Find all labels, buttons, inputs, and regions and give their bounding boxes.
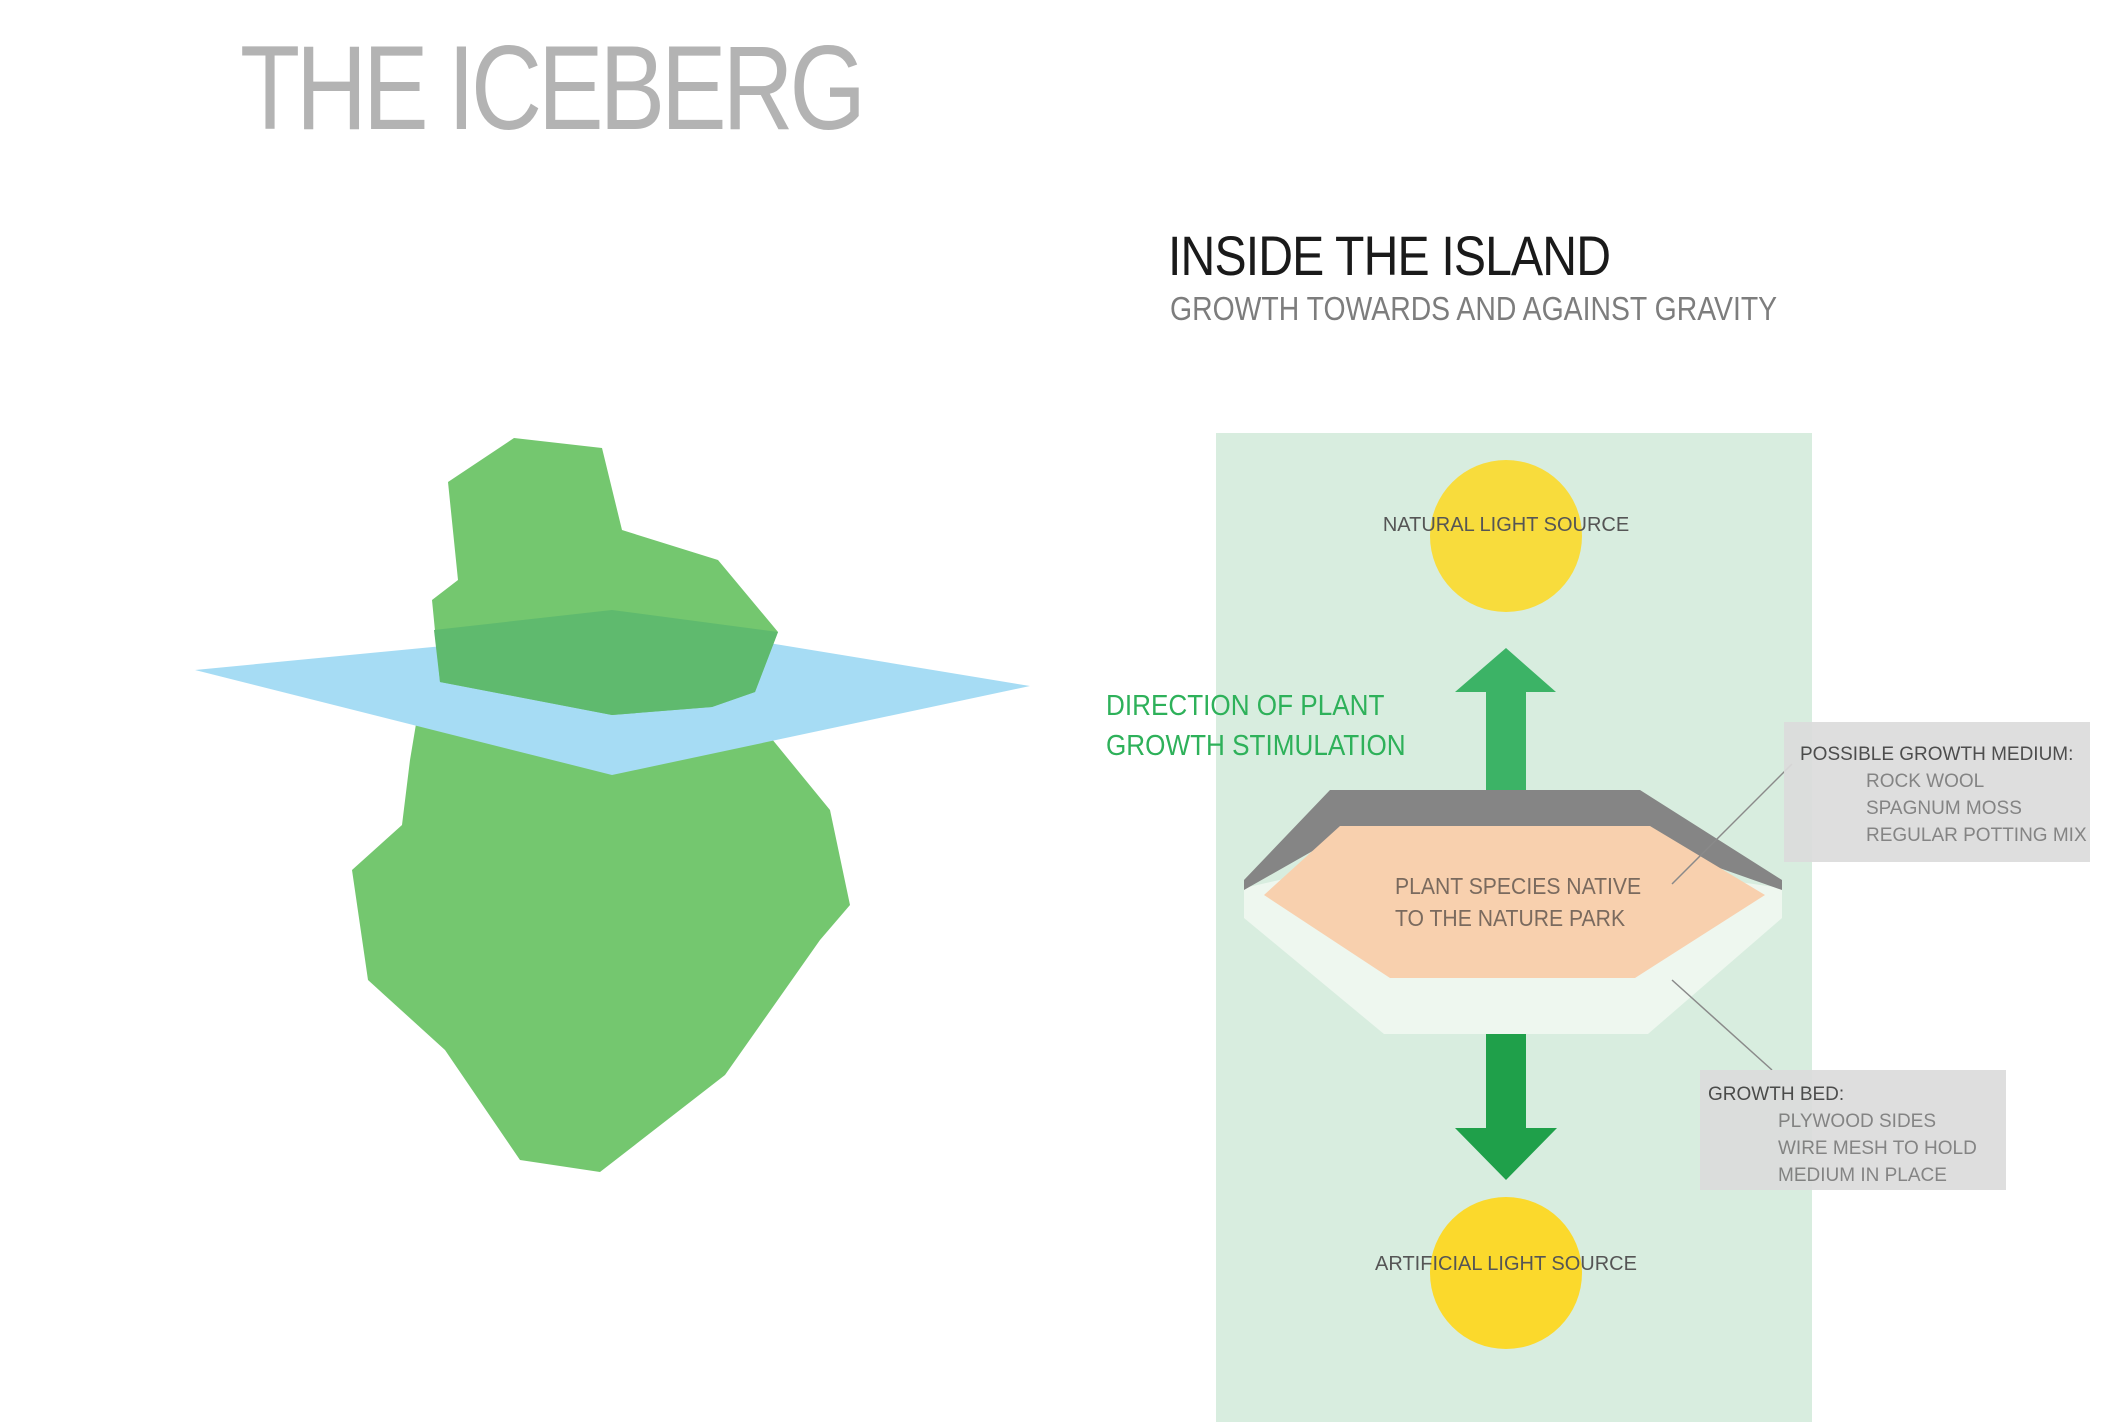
growth-bed-soil xyxy=(1264,826,1765,978)
iceberg-submerged-body xyxy=(352,700,850,1172)
growth-bed-item: PLYWOOD SIDES xyxy=(1778,1111,1937,1132)
artificial-light-label: ARTIFICIAL LIGHT SOURCE xyxy=(1375,1253,1637,1275)
iceberg-waterline-overlap xyxy=(434,610,778,715)
growth-medium-note: POSSIBLE GROWTH MEDIUM: ROCK WOOL SPAGNU… xyxy=(1784,722,2090,862)
artificial-light-source xyxy=(1430,1197,1582,1349)
arrow-down-icon xyxy=(1455,1034,1557,1180)
growth-medium-heading: POSSIBLE GROWTH MEDIUM: xyxy=(1800,744,2074,765)
growth-bed-note: GROWTH BED: PLYWOOD SIDES WIRE MESH TO H… xyxy=(1700,1070,2006,1190)
plant-species-label: PLANT SPECIES NATIVE TO THE NATURE PARK xyxy=(1395,870,1726,934)
growth-medium-item: ROCK WOOL xyxy=(1866,771,1985,792)
growth-medium-item: REGULAR POTTING MIX xyxy=(1866,825,2087,846)
growth-bed-item: WIRE MESH TO HOLD xyxy=(1778,1138,1977,1159)
medium-leader-line xyxy=(1671,763,1793,885)
natural-light-label: NATURAL LIGHT SOURCE xyxy=(1382,514,1630,536)
section-title: INSIDE THE ISLAND xyxy=(1168,224,1611,287)
bed-leader-line xyxy=(1671,979,1773,1071)
section-subtitle: GROWTH TOWARDS AND AGAINST GRAVITY xyxy=(1170,290,1778,327)
page-title: THE ICEBERG xyxy=(240,21,866,155)
growth-direction-line-2: GROWTH STIMULATION xyxy=(1106,730,1406,762)
growth-bed-item: MEDIUM IN PLACE xyxy=(1778,1165,1947,1186)
arrow-up-icon xyxy=(1455,648,1556,790)
plant-species-line-2: TO THE NATURE PARK xyxy=(1395,905,1626,931)
plant-species-line-1: PLANT SPECIES NATIVE xyxy=(1395,873,1642,899)
growth-direction-label: DIRECTION OF PLANT GROWTH STIMULATION xyxy=(1106,686,1406,766)
growth-direction-line-1: DIRECTION OF PLANT xyxy=(1106,690,1385,722)
natural-light-source xyxy=(1430,460,1582,612)
growth-medium-item: SPAGNUM MOSS xyxy=(1866,798,2022,819)
growth-bed-heading: GROWTH BED: xyxy=(1708,1084,1845,1105)
